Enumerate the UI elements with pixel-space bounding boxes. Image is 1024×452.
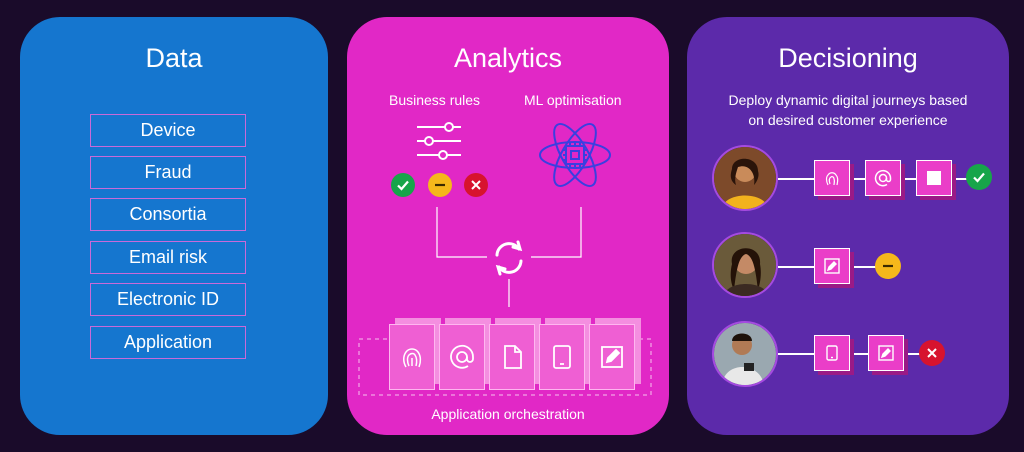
- ml-atom-chip-icon: [539, 123, 611, 187]
- customer-avatar-3: [712, 321, 778, 387]
- analytics-panel: Analytics Business rules ML optimisation: [347, 17, 669, 435]
- decisioning-description-line1: Deploy dynamic digital journeys based: [728, 92, 968, 108]
- business-rules-label: Business rules: [389, 92, 481, 108]
- decisioning-panel: Decisioning Deploy dynamic digital journ…: [687, 17, 1009, 435]
- data-item-device: Device: [90, 114, 246, 147]
- tablet-cube-icon: [539, 324, 585, 390]
- customer-avatar-2: [712, 232, 778, 298]
- journey-line-3: [778, 353, 934, 355]
- data-item-email-risk: Email risk: [90, 241, 246, 274]
- customer-avatar-1: [712, 145, 778, 211]
- approve-check-icon: [391, 173, 415, 197]
- ml-optimisation-label: ML optimisation: [524, 92, 622, 108]
- decline-x-icon: [464, 173, 488, 197]
- journey1-email-at-icon: [865, 160, 901, 196]
- journey1-document-icon: [916, 160, 952, 196]
- journey1-approve-icon: [966, 164, 992, 190]
- data-item-fraud: Fraud: [90, 156, 246, 189]
- journey2-review-icon: [875, 253, 901, 279]
- journey3-tablet-icon: [814, 335, 850, 371]
- review-minus-icon: [428, 173, 452, 197]
- journey3-decline-icon: [919, 340, 945, 366]
- analytics-panel-title: Analytics: [453, 43, 563, 73]
- journey2-edit-form-icon: [814, 248, 850, 284]
- data-item-application: Application: [90, 326, 246, 359]
- journey1-fingerprint-icon: [814, 160, 850, 196]
- sliders-icon: [417, 122, 461, 160]
- fingerprint-cube-icon: [389, 324, 435, 390]
- data-panel: Data Device Fraud Consortia Email risk E…: [20, 17, 328, 435]
- journey3-edit-form-icon: [868, 335, 904, 371]
- decisioning-description-line2: on desired customer experience: [748, 112, 948, 128]
- document-cube-icon: [489, 324, 535, 390]
- data-item-consortia: Consortia: [90, 198, 246, 231]
- edit-form-cube-icon: [589, 324, 635, 390]
- data-panel-title: Data: [145, 43, 203, 73]
- decisioning-panel-title: Decisioning: [778, 43, 918, 73]
- refresh-cycle-icon: [495, 240, 523, 276]
- data-item-electronic-id: Electronic ID: [90, 283, 246, 316]
- email-at-cube-icon: [439, 324, 485, 390]
- application-orchestration-label: Application orchestration: [431, 406, 585, 422]
